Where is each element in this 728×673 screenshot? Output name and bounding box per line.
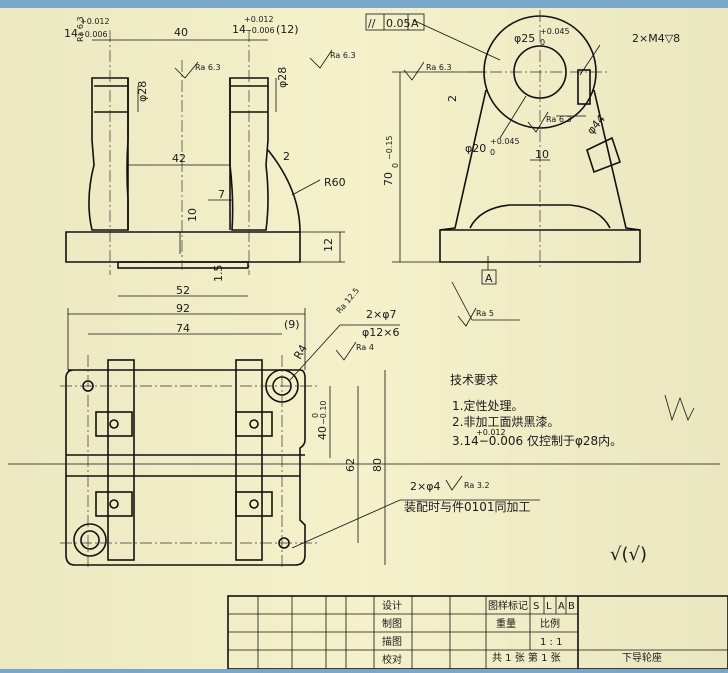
thread-callout: 2×M4▽8 [632,32,680,45]
right-tol-suffix: (12) [276,23,299,36]
rs-dim-2: 2 [446,95,459,102]
requirement-2: 2.非加工面烘黑漆。 [452,415,559,429]
phi20-upper: +0.045 [490,137,520,146]
holes-callout: 2×φ7 [366,308,396,321]
assembly-note: 装配时与件0101同加工 [404,500,531,514]
plan-view: 92 74 (9) R4 2×φ7 φ12×6 Ra 12.5 Ra 4 40 … [8,286,720,570]
dim-r4: R4 [291,342,310,361]
tb-weight: 重量 [496,617,516,630]
front-section-view: +0.012 14 −0.006 40 +0.012 14 −0.006 (12… [64,15,356,297]
rs-height: 70 [382,172,395,186]
dim-phi28-right: φ28 [276,67,289,88]
dim-42: 42 [172,152,186,165]
tb-mark-a: A [558,601,565,612]
gt-symbol: // [368,17,376,30]
tb-scale: 1 : 1 [540,637,562,648]
requirement-1: 1.定性处理。 [452,398,523,413]
left-tol-nominal: 14 [64,27,78,40]
phi20-nominal: φ20 [465,142,486,155]
rs-height-upper: 0 [391,163,400,168]
requirements-title: 技术要求 [450,373,498,387]
roughness-2: Ra 6.3 [330,51,356,60]
rs-height-lower: −0.15 [385,135,394,160]
dim-40: 40 [174,26,188,39]
dim-74: 74 [176,322,190,335]
bv-roughness-3: Ra 3.2 [464,481,490,490]
tb-part-name: 下导轮座 [622,651,662,664]
general-roughness-symbol: √(√) [610,544,647,565]
right-tol-upper: +0.012 [244,15,274,24]
rs-roughness-2: Ra 6.3 [546,115,572,124]
left-tol-upper: +0.012 [80,17,110,26]
phi20-lower: 0 [490,148,495,157]
bv-roughness-1: Ra 12.5 [335,286,362,315]
tb-row-2: 制图 [382,617,402,630]
roughness-1: Ra 6.3 [195,63,221,72]
tb-mark-b: B [568,601,575,612]
dim-40-nominal: 40 [316,426,329,440]
datum-a: A [485,272,493,285]
title-block: 设计 制图 描图 校对 图样标记 S L A B 重量 比例 1 : 1 共 1… [227,595,728,670]
dim-9: (9) [284,318,300,331]
tb-scale-label: 比例 [540,617,560,630]
requirement-3: 3.14−0.006 仅控制于φ28内。 [452,434,622,448]
roughness-3: Ra 6.3 [76,16,85,42]
dim-92: 92 [176,302,190,315]
rs-roughness-1: Ra 6.3 [426,63,452,72]
dim-10: 10 [186,208,199,222]
dim-12: 12 [322,238,335,252]
dim-40-lower: −0.10 [319,400,328,425]
rs-dim-10: 10 [535,148,549,161]
technical-drawing: +0.012 14 −0.006 40 +0.012 14 −0.006 (12… [8,10,728,670]
dim-7: 7 [218,188,225,201]
requirement-3-upper: +0.012 [476,428,506,437]
tb-row-3: 描图 [382,635,402,648]
dim-52: 52 [176,284,190,297]
dim-80: 80 [371,458,384,472]
dim-1-5: 1.5 [212,265,225,283]
tb-mark-l: L [546,601,552,612]
right-tol-lower: −0.006 [245,26,275,35]
dim-62: 62 [344,458,357,472]
gt-datum: A [411,17,419,30]
phi25-nominal: φ25 [514,32,535,45]
gt-value: 0.05 [386,17,411,30]
tb-mark-label: 图样标记 [488,599,528,612]
dim-40-upper: 0 [311,413,320,418]
dim-phi28-left: φ28 [136,81,149,102]
technical-requirements: 技术要求 1.定性处理。 2.非加工面烘黑漆。 3.14−0.006 仅控制于φ… [450,373,695,565]
tb-row-4: 校对 [382,653,402,666]
drawing-sheet: +0.012 14 −0.006 40 +0.012 14 −0.006 (12… [0,8,728,670]
tb-row-1: 设计 [382,599,402,612]
dim-r60: R60 [324,176,346,189]
pin-holes-callout: 2×φ4 [410,480,440,493]
left-tol-lower: −0.006 [78,30,108,39]
side-view: // 0.05 A φ25 +0.045 0 2×M4▽8 Ra 6.3 Ra … [365,10,680,327]
right-tol-nominal: 14 [232,23,246,36]
tb-sheets: 共 1 张 第 1 张 [492,651,561,664]
dim-2: 2 [283,150,290,163]
tb-mark-s: S [533,601,539,612]
bv-roughness-2: Ra 4 [356,343,374,352]
counterbore-callout: φ12×6 [362,326,399,339]
phi25-lower: 0 [540,38,545,47]
phi25-upper: +0.045 [540,27,570,36]
rs-roughness-3: Ra 5 [476,309,494,318]
